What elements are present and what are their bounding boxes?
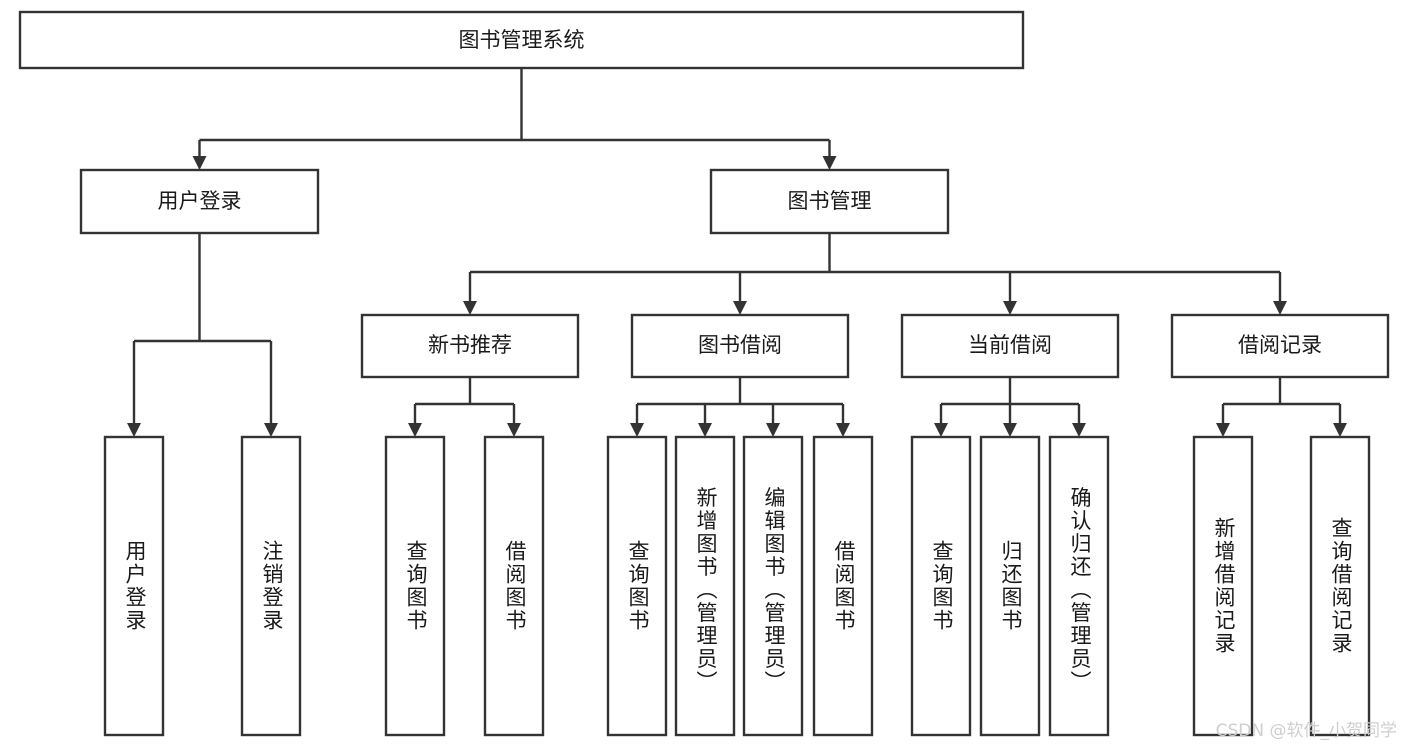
leaf-book-borrow-1[interactable]: 新增图书（管理员） [674, 435, 736, 737]
leaf-book-borrow-2[interactable]: 编辑图书（管理员） [742, 435, 804, 737]
node-book-borrow-box[interactable] [630, 313, 850, 379]
node-current-borrow-box[interactable] [900, 313, 1120, 379]
arrow-head-to-borrow-records [1273, 301, 1287, 315]
leaf-book-borrow-3-label: 借阅图书 [832, 540, 856, 632]
leaf-user-login-1-label: 注销登录 [260, 540, 284, 632]
arrow-head-current-borrow-leaf-0 [934, 423, 948, 437]
leaf-current-borrow-1-box[interactable] [979, 435, 1041, 737]
leaf-book-borrow-3-box[interactable] [812, 435, 874, 737]
leaf-new-book-1-label: 借阅图书 [503, 540, 527, 632]
node-new-book-recommend[interactable]: 新书推荐 [360, 313, 580, 379]
leaf-current-borrow-0-label: 查询图书 [930, 540, 954, 632]
arrow-head-current-borrow-leaf-1 [1003, 423, 1017, 437]
leaf-new-book-1-box[interactable] [483, 435, 545, 737]
connector-group-borrow-records [1216, 377, 1347, 437]
connector-group-user-login [127, 233, 278, 437]
leaf-new-book-1[interactable]: 借阅图书 [483, 435, 545, 737]
node-book-management-box[interactable] [709, 168, 950, 235]
node-borrow-records[interactable]: 借阅记录 [1170, 313, 1390, 379]
arrow-head-root-to-book-mgmt [822, 156, 837, 170]
leaf-current-borrow-2-box[interactable] [1048, 435, 1110, 737]
node-borrow-records-box[interactable] [1170, 313, 1390, 379]
leaf-current-borrow-0[interactable]: 查询图书 [910, 435, 972, 737]
leaf-borrow-records-0-label: 新增借阅记录 [1212, 517, 1236, 655]
node-new-book-recommend-box[interactable] [360, 313, 580, 379]
arrow-head-user-login-leaf-1 [264, 423, 278, 437]
leaf-new-book-0-box[interactable] [384, 435, 446, 737]
arrow-head-book-borrow-leaf-0 [630, 423, 644, 437]
connector-group-current-borrow [934, 377, 1086, 437]
leaf-borrow-records-1[interactable]: 查询借阅记录 [1309, 435, 1371, 737]
arrow-head-new-book-leaf-0 [408, 423, 422, 437]
leaf-book-borrow-0-box[interactable] [606, 435, 668, 737]
arrow-head-borrow-records-leaf-1 [1333, 423, 1347, 437]
arrow-head-user-login-leaf-0 [127, 423, 141, 437]
leaf-borrow-records-0-box[interactable] [1192, 435, 1254, 737]
connector-group-new-book [408, 377, 521, 437]
leaf-borrow-records-0[interactable]: 新增借阅记录 [1192, 435, 1254, 737]
arrow-head-to-new-book [463, 301, 477, 315]
arrow-head-to-book-borrow [733, 301, 747, 315]
connector-group-book-borrow [630, 377, 850, 437]
node-current-borrow-label: 当前借阅 [968, 333, 1052, 357]
connector-group-book-mgmt [463, 233, 1287, 315]
node-book-management-label: 图书管理 [788, 189, 872, 213]
arrow-head-current-borrow-leaf-2 [1072, 423, 1086, 437]
node-book-borrow[interactable]: 图书借阅 [630, 313, 850, 379]
leaf-new-book-0[interactable]: 查询图书 [384, 435, 446, 737]
arrow-head-borrow-records-leaf-0 [1216, 423, 1230, 437]
leaf-user-login-0-label: 用户登录 [123, 540, 147, 632]
node-user-login-box[interactable] [79, 168, 320, 235]
leaf-book-borrow-1-box[interactable] [674, 435, 736, 737]
leaf-user-login-0[interactable]: 用户登录 [103, 435, 165, 737]
arrow-head-book-borrow-leaf-3 [836, 423, 850, 437]
arrow-head-root-to-user-login [192, 156, 207, 170]
leaf-user-login-0-box[interactable] [103, 435, 165, 737]
leaf-new-book-0-label: 查询图书 [404, 540, 428, 632]
leaf-book-borrow-3[interactable]: 借阅图书 [812, 435, 874, 737]
leaf-current-borrow-1-label: 归还图书 [999, 540, 1023, 632]
leaf-current-borrow-0-box[interactable] [910, 435, 972, 737]
node-book-borrow-label: 图书借阅 [698, 333, 782, 357]
leaf-book-borrow-2-box[interactable] [742, 435, 804, 737]
leaf-borrow-records-1-box[interactable] [1309, 435, 1371, 737]
node-root-box[interactable] [18, 10, 1025, 70]
node-book-management[interactable]: 图书管理 [709, 168, 950, 235]
leaf-current-borrow-1[interactable]: 归还图书 [979, 435, 1041, 737]
leaf-current-borrow-2-label: 确认归还（管理员） [1068, 487, 1092, 694]
leaf-book-borrow-1-label: 新增图书（管理员） [694, 487, 718, 694]
arrow-head-to-current-borrow [1003, 301, 1017, 315]
node-root-label: 图书管理系统 [459, 28, 585, 52]
arrow-head-new-book-leaf-1 [507, 423, 521, 437]
connector-group-root [192, 68, 837, 170]
leaf-book-borrow-0[interactable]: 查询图书 [606, 435, 668, 737]
leaf-user-login-1-box[interactable] [240, 435, 302, 737]
leaf-user-login-1[interactable]: 注销登录 [240, 435, 302, 737]
leaf-book-borrow-2-label: 编辑图书（管理员） [762, 487, 786, 694]
leaf-borrow-records-1-label: 查询借阅记录 [1329, 517, 1353, 655]
node-borrow-records-label: 借阅记录 [1238, 333, 1322, 357]
node-current-borrow[interactable]: 当前借阅 [900, 313, 1120, 379]
node-user-login[interactable]: 用户登录 [79, 168, 320, 235]
node-root[interactable]: 图书管理系统 [18, 10, 1025, 70]
node-new-book-recommend-label: 新书推荐 [428, 333, 512, 357]
leaf-current-borrow-2[interactable]: 确认归还（管理员） [1048, 435, 1110, 737]
arrow-head-book-borrow-leaf-2 [766, 423, 780, 437]
leaf-book-borrow-0-label: 查询图书 [626, 540, 650, 632]
arrow-head-book-borrow-leaf-1 [698, 423, 712, 437]
node-user-login-label: 用户登录 [158, 189, 242, 213]
